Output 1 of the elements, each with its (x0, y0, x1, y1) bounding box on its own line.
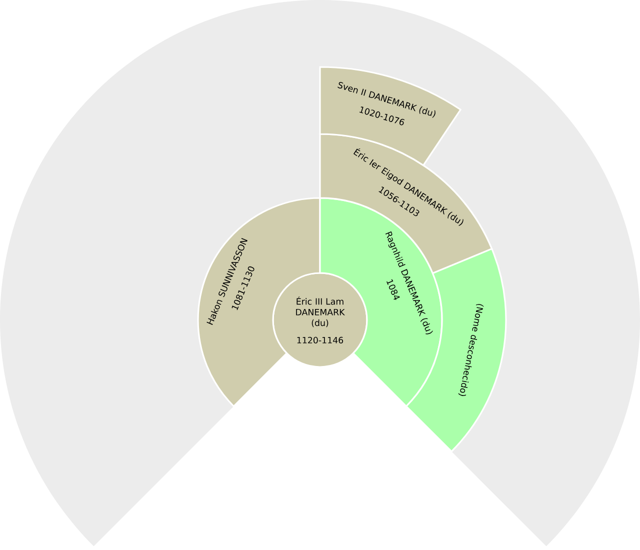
fan-sector: Éric III Lam DANEMARK (du) 1120-1146 (272, 272, 368, 368)
